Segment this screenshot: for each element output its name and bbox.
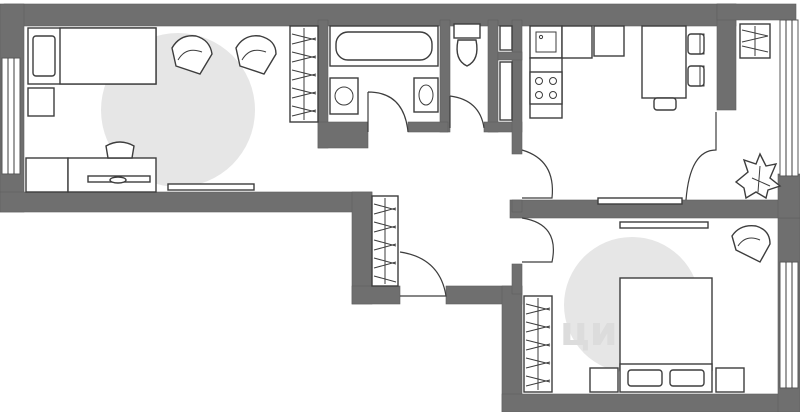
- wall-top-right: [716, 3, 797, 21]
- bedroom-door: [521, 217, 554, 263]
- wardrobe-bedroom-hatch: [525, 298, 551, 390]
- washing-machine: [329, 77, 359, 115]
- toilet-door: [449, 95, 485, 129]
- kitchen-door-left: [521, 149, 554, 199]
- bed: [619, 277, 713, 371]
- wall-right-mid: [777, 173, 800, 219]
- armchair-left: [171, 35, 213, 75]
- counter-1: [561, 25, 593, 59]
- plant-icon: [734, 152, 782, 200]
- kitchen-door-right: [685, 112, 717, 201]
- window-bedroom: [779, 261, 799, 389]
- kitchen-shelf-hatch: [741, 26, 769, 56]
- toilet-bowl: [456, 39, 478, 67]
- nightstand: [27, 87, 55, 117]
- desk-chair: [105, 141, 135, 159]
- wall-bedroom-left: [501, 285, 523, 412]
- wall-toilet-right: [487, 19, 499, 133]
- dining-table: [641, 25, 687, 99]
- wardrobe-living-hatch: [291, 28, 317, 120]
- kitchen: [521, 23, 782, 205]
- entrance-door: [399, 251, 447, 297]
- wall-bath-bottom-left: [317, 121, 369, 149]
- wall-bath-toilet: [439, 19, 451, 133]
- wall-kitchen-stub: [511, 199, 523, 213]
- bed-pillow-right: [669, 369, 705, 387]
- washer-drum: [334, 86, 354, 106]
- nightstand-right: [715, 367, 745, 393]
- fridge: [593, 25, 625, 57]
- sofa-pillow: [32, 35, 56, 77]
- wall-shaft: [511, 19, 523, 155]
- dining-chairs: [653, 33, 705, 111]
- bedroom: [521, 217, 771, 393]
- armchair-right: [235, 35, 277, 75]
- shaft-box-top: [499, 25, 513, 51]
- tv-stand: [167, 183, 255, 191]
- shaft-box-bottom: [499, 61, 513, 121]
- toilet-tank: [453, 23, 481, 39]
- cabinet: [25, 157, 69, 193]
- bathtub-basin: [335, 31, 433, 61]
- kitchen-sink: [535, 31, 557, 53]
- windows: [1, 19, 799, 389]
- radiator-kitchen: [597, 197, 683, 205]
- bathroom: [329, 25, 439, 133]
- living-room: [25, 25, 319, 193]
- toilet-room: [449, 23, 513, 129]
- desk: [67, 157, 157, 193]
- wall-living-bottom: [0, 191, 373, 213]
- wardrobe-corridor-hatch: [373, 198, 397, 284]
- desk-lamp: [109, 176, 127, 184]
- bed-pillow-left: [627, 369, 663, 387]
- wall-top: [3, 3, 737, 27]
- window-living: [1, 57, 21, 175]
- wall-bedroom-bottom: [501, 393, 800, 412]
- walls: [0, 3, 800, 412]
- armchair-bedroom: [731, 225, 771, 263]
- kitchen-sink-cabinet: [529, 25, 563, 59]
- bathroom-door: [367, 91, 409, 133]
- wall-shaft-bar: [497, 51, 523, 61]
- wall-bedroom-stub: [511, 263, 523, 295]
- sink: [413, 77, 439, 113]
- wall-bath-bottom-right: [407, 121, 449, 133]
- radiator-bedroom: [619, 221, 709, 229]
- sofa-seat: [59, 27, 157, 85]
- wall-corridor-bottom-left: [351, 285, 401, 305]
- stove: [529, 71, 563, 105]
- nightstand-left: [589, 367, 619, 393]
- window-kitchen: [779, 19, 799, 177]
- corridor: [371, 195, 447, 297]
